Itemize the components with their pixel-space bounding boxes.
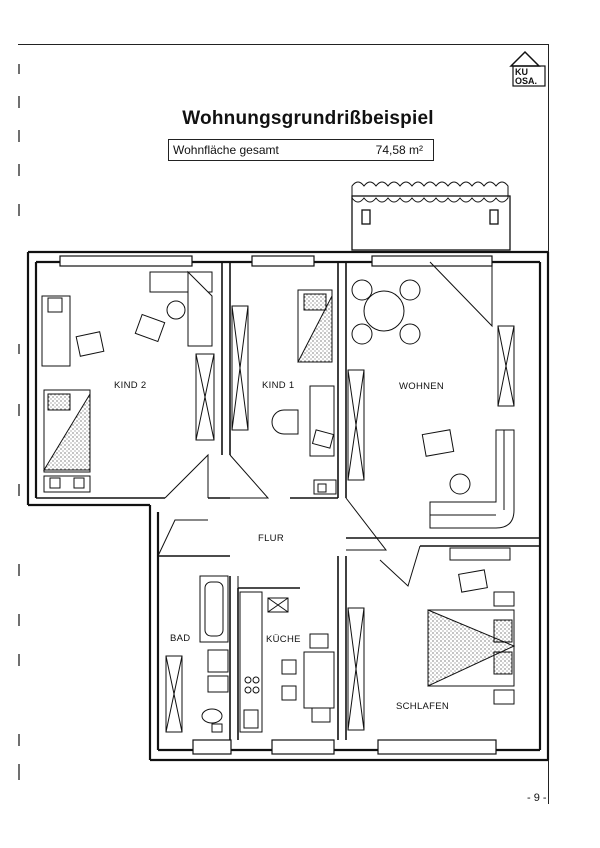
room-label-kind2: KIND 2 [114,380,147,391]
wardrobes [165,305,515,733]
logo-line2: OSA. [515,76,537,86]
room-label-kind1: KIND 1 [262,380,295,391]
kind2-furniture [41,270,213,493]
binder-margin-marks [18,64,20,780]
room-label-wohnen: WOHNEN [399,381,445,392]
schlafen-furniture [427,547,516,705]
logo-line1: KU [515,67,528,77]
living-area-label: Wohnfläche gesamt [173,143,279,157]
page-title: Wohnungsgrundrißbeispiel [182,108,434,129]
page-number: - 9 - [527,792,547,804]
balcony [351,181,511,251]
kueche-fixtures [239,591,335,733]
page-frame-top [18,44,548,45]
wohnen-furniture [351,279,515,529]
room-label-flur: FLUR [258,533,285,544]
windows [59,255,497,755]
room-label-schlafen: SCHLAFEN [396,701,450,712]
kulosa-logo: KU OSA. [509,50,546,87]
room-label-kueche: KÜCHE [266,634,301,645]
door-swings [157,261,493,588]
kind1-furniture [271,289,337,495]
interior-walls [36,262,540,740]
living-area-box: Wohnfläche gesamt 74,58 m² [168,139,434,161]
living-area-value: 74,58 m² [375,143,423,157]
room-label-bad: BAD [170,633,191,644]
bad-fixtures [199,575,229,733]
